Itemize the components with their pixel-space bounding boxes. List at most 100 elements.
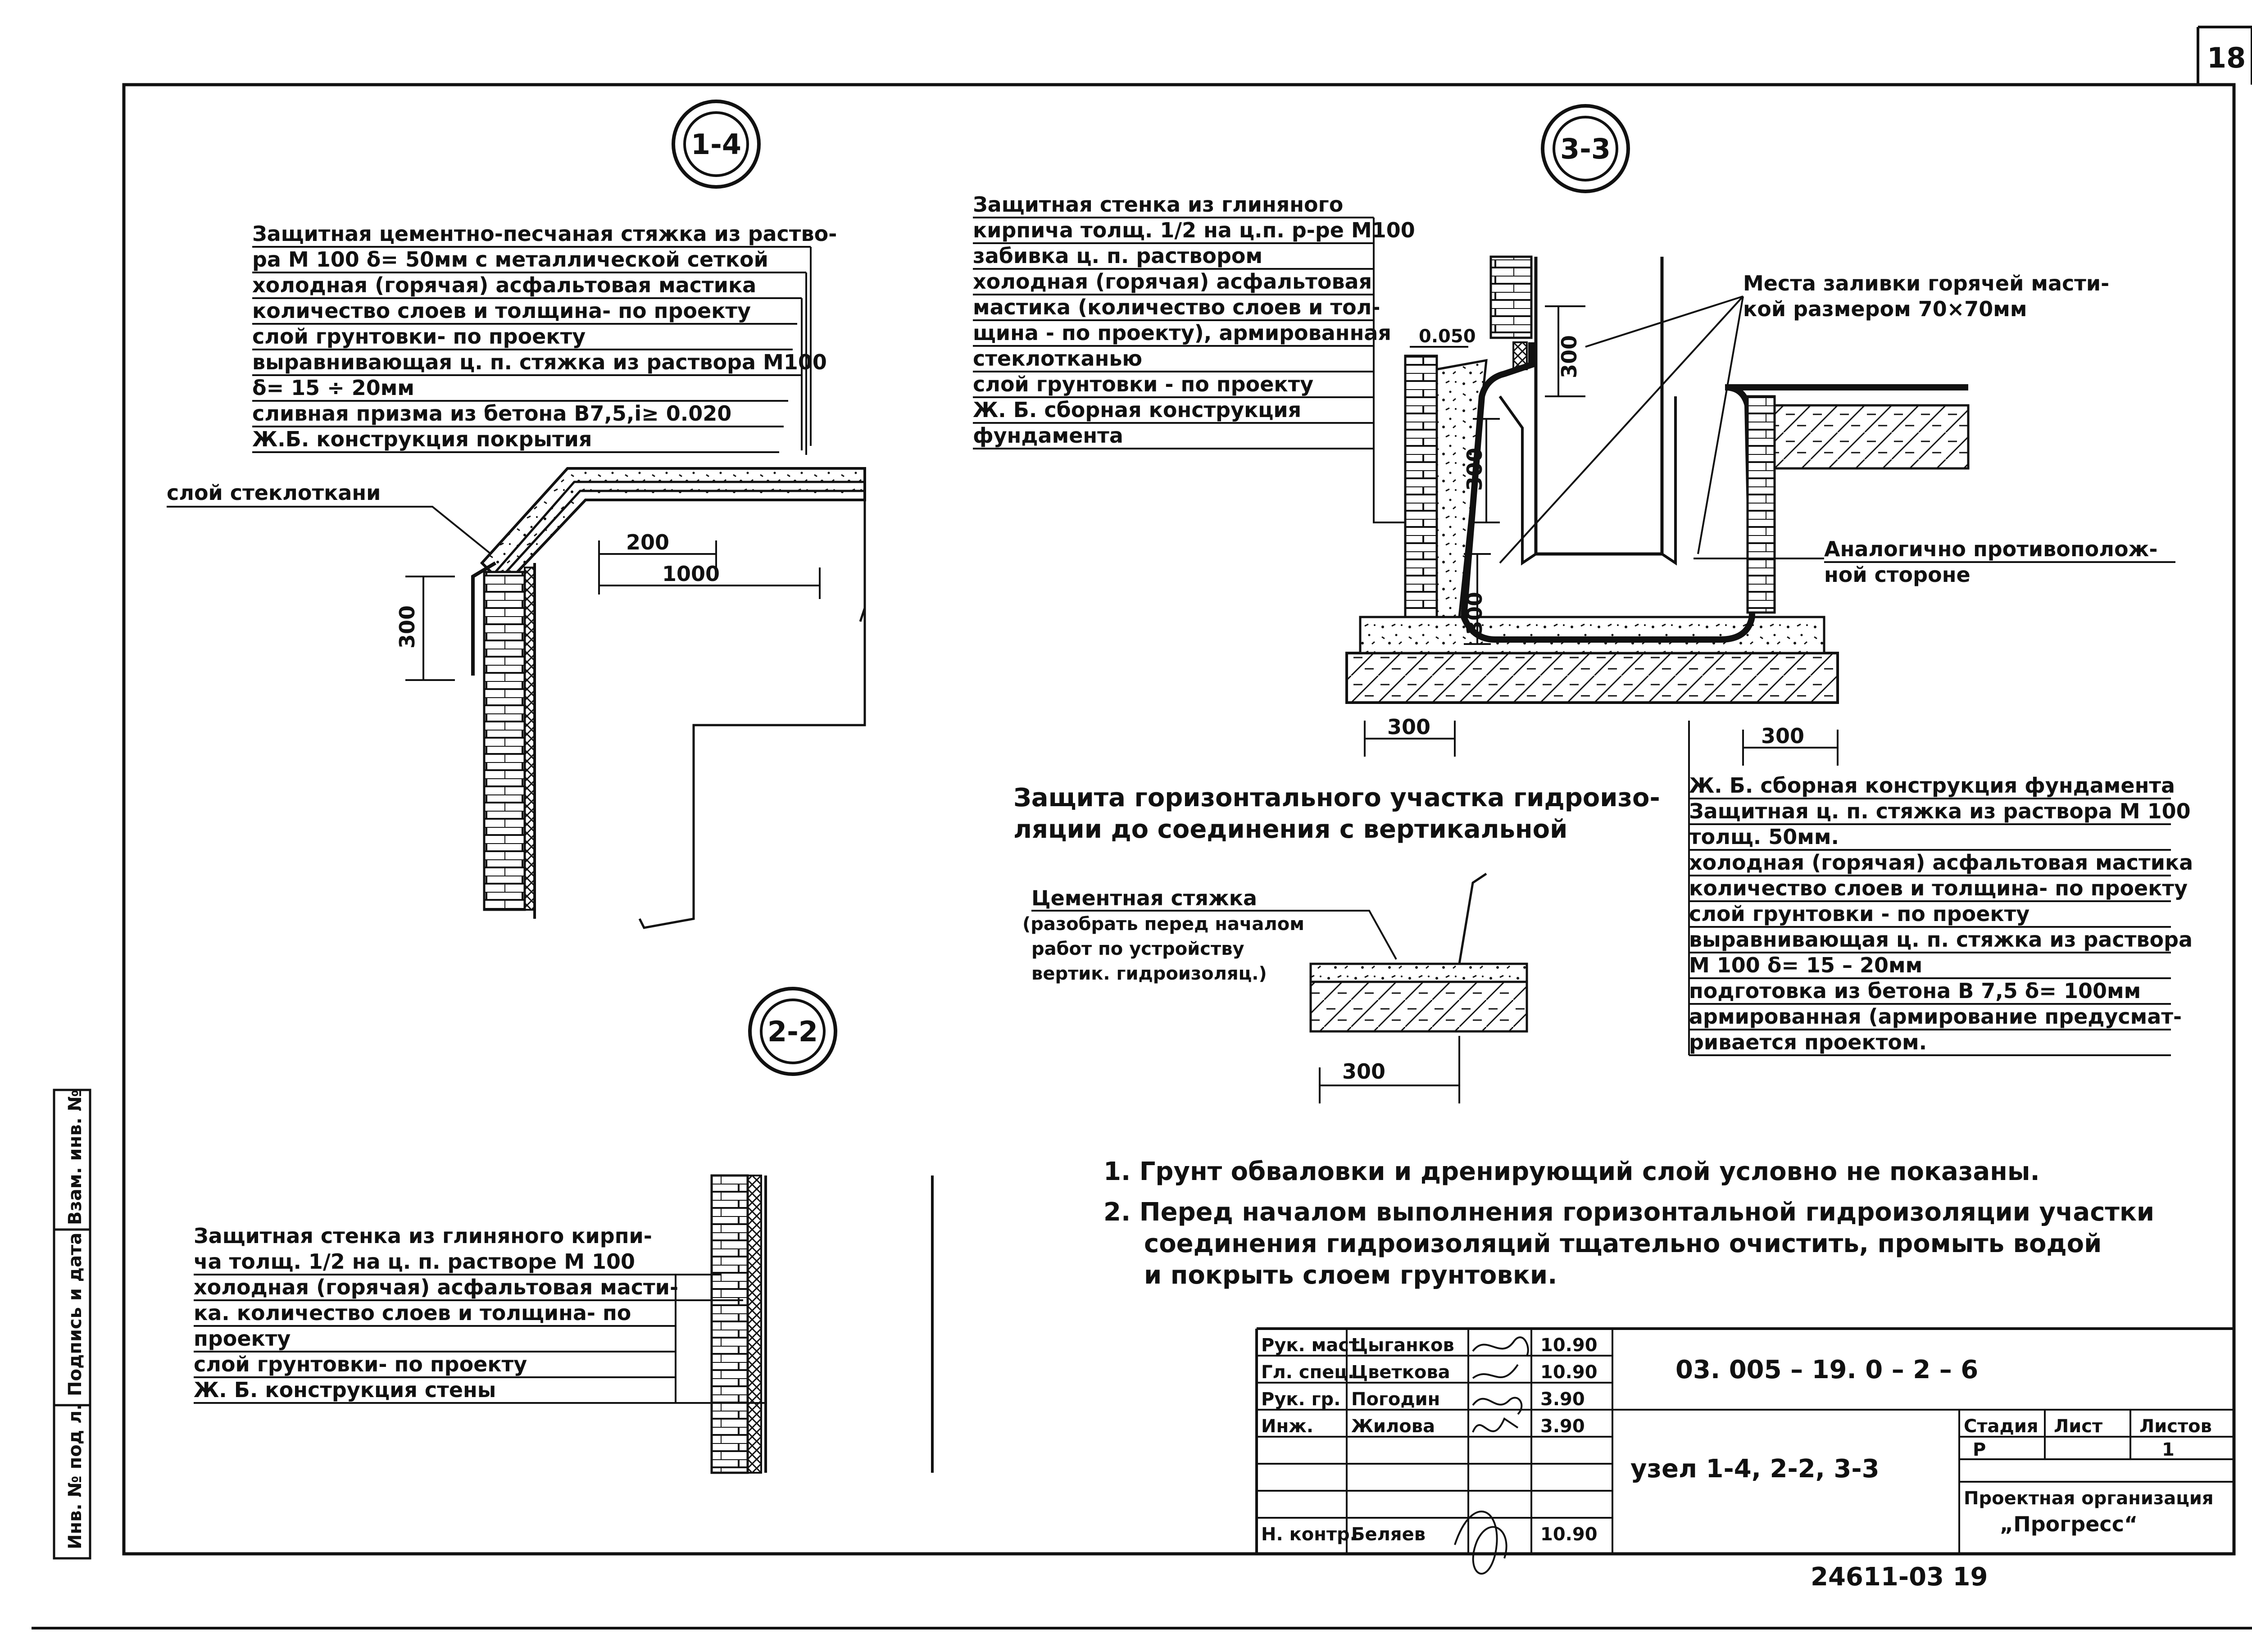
- sheet-frame: [32, 26, 2252, 1629]
- n33-layer-8: Ж. Б. сборная конструкция: [973, 398, 1301, 422]
- tb-role-0: Рук. маст.: [1261, 1335, 1366, 1356]
- fnd-layer-8: подготовка из бетона В 7,5 δ= 100мм: [1689, 979, 2141, 1003]
- footer-number: 24611-03 19: [1811, 1562, 1988, 1592]
- n14-dim-300: 300: [395, 605, 419, 649]
- n22-layer-1: ча толщ. 1/2 на ц. п. растворе М 100: [194, 1249, 635, 1274]
- tb-org-1: „Прогресс“: [2000, 1512, 2138, 1536]
- note-1: 1. Грунт обваловки и дренирующий слой ус…: [1103, 1157, 2040, 1186]
- node-2-2-leader-list: Защитная стенка из глиняного кирпи- ча т…: [194, 1224, 766, 1404]
- tb-date-6: 10.90: [1540, 1524, 1598, 1545]
- n33-similar-1: ной стороне: [1824, 563, 1970, 587]
- node-3-3-leader-list: Защитная стенка из глиняного кирпича тол…: [973, 192, 1415, 523]
- horiz-title-0: Защита горизонтального участка гидроизо-: [1013, 783, 1660, 812]
- n14-layer-4: слой грунтовки- по проекту: [252, 324, 586, 349]
- n22-layer-6: Ж. Б. конструкция стены: [194, 1378, 496, 1402]
- n22-layer-4: проекту: [194, 1326, 291, 1351]
- n33-similar-0: Аналогично противополож-: [1824, 537, 2157, 561]
- horiz-dim-300: 300: [1342, 1059, 1385, 1084]
- tb-stage-h: Стадия: [1964, 1416, 2039, 1437]
- n33-layer-7: слой грунтовки - по проекту: [973, 372, 1313, 396]
- n14-layer-0: Защитная цементно-песчаная стяжка из рас…: [252, 222, 837, 246]
- n33-mastic-1: кой размером 70×70мм: [1743, 297, 2027, 321]
- fnd-layer-10: ривается проектом.: [1689, 1030, 1927, 1054]
- n33-dim-300-a: 300: [1557, 335, 1581, 378]
- tb-role-1: Гл. спец.: [1261, 1362, 1354, 1383]
- n14-dim-1000: 1000: [662, 562, 720, 586]
- title-block: Рук. маст. Гл. спец. Рук. гр. Инж. Н. ко…: [1255, 1327, 2234, 1575]
- tb-stage-v: Р: [1973, 1439, 1986, 1460]
- tb-name-3: Жилова: [1351, 1416, 1435, 1437]
- tb-date-0: 10.90: [1540, 1335, 1598, 1356]
- n33-layer-1: кирпича толщ. 1/2 на ц.п. р-ре М100: [973, 218, 1415, 242]
- fnd-layer-0: Ж. Б. сборная конструкция фундамента: [1689, 773, 2175, 798]
- note-2-cont-1: соединения гидроизоляций тщательно очист…: [1144, 1229, 2102, 1258]
- tb-sheets-v: 1: [2162, 1439, 2175, 1460]
- tb-node-title: узел 1-4, 2-2, 3-3: [1630, 1454, 1880, 1484]
- tb-name-1: Цветкова: [1351, 1362, 1450, 1383]
- tb-org-0: Проектная организация: [1964, 1488, 2214, 1509]
- n33-layer-2: забивка ц. п. раствором: [973, 244, 1262, 268]
- fnd-layer-5: слой грунтовки - по проекту: [1689, 902, 2030, 926]
- n33-level: 0.050: [1419, 326, 1476, 347]
- n14-layer-3: количество слоев и толщина- по проекту: [252, 299, 751, 323]
- n33-mastic-0: Места заливки горячей масти-: [1743, 271, 2109, 295]
- horiz-screed-0: Цементная стяжка: [1031, 886, 1257, 910]
- node-marker-3-3: 3-3: [1541, 104, 1630, 193]
- n33-layer-4: мастика (количество слоев и тол-: [973, 295, 1380, 319]
- fnd-layer-7: М 100 δ= 15 – 20мм: [1689, 953, 1922, 977]
- n14-layer-2: холодная (горячая) асфальтовая мастика: [252, 273, 756, 297]
- fnd-layer-2: толщ. 50мм.: [1689, 825, 1839, 849]
- node-1-4-label: 1-4: [691, 128, 741, 161]
- n33-layer-0: Защитная стенка из глиняного: [973, 192, 1343, 217]
- horiz-screed-3: вертик. гидроизоляц.): [1031, 963, 1267, 984]
- note-2: 2. Перед началом выполнения горизонтальн…: [1103, 1198, 2154, 1227]
- left-stamp: Инв. № под л. Подпись и дата Взам. инв. …: [53, 1089, 91, 1560]
- n33-dim-300-br: 300: [1761, 724, 1804, 748]
- horizontal-detail: Защита горизонтального участка гидроизо-…: [1013, 783, 1660, 1103]
- node-3-3-label: 3-3: [1560, 132, 1611, 165]
- horiz-screed-1: (разобрать перед началом: [1022, 914, 1304, 935]
- tb-name-0: Цыганков: [1351, 1335, 1454, 1356]
- note-2-cont-2: и покрыть слоем грунтовки.: [1144, 1261, 1557, 1290]
- node-2-2-label: 2-2: [767, 1015, 818, 1048]
- tb-name-2: Погодин: [1351, 1389, 1440, 1410]
- tb-date-2: 3.90: [1540, 1389, 1585, 1410]
- node-1-4-leader-list: Защитная цементно-песчаная стяжка из рас…: [252, 222, 837, 455]
- notes: 1. Грунт обваловки и дренирующий слой ус…: [1103, 1157, 2154, 1290]
- tb-date-1: 10.90: [1540, 1362, 1598, 1383]
- tb-role-6: Н. контр.: [1261, 1524, 1357, 1545]
- node-1-4-section: слой стеклоткани 200 1000 300: [167, 467, 866, 929]
- n33-dim-300-bl: 300: [1387, 715, 1430, 739]
- tb-doc-code: 03. 005 – 19. 0 – 2 – 6: [1675, 1355, 1978, 1384]
- node-3-3-section: 300 300 300 0.050 300 300 Места заливки …: [1345, 255, 2175, 766]
- fnd-layer-3: холодная (горячая) асфальтовая мастика: [1689, 850, 2193, 875]
- tb-sheet-h: Лист: [2054, 1416, 2103, 1437]
- tb-sheets-h: Листов: [2139, 1416, 2212, 1437]
- tb-role-3: Инж.: [1261, 1416, 1313, 1437]
- stamp-inv-label: Инв. № под л.: [65, 1404, 86, 1549]
- signatures: [1454, 1336, 1529, 1575]
- n14-layer-7: сливная призма из бетона В7,5,i≥ 0.020: [252, 401, 731, 426]
- fnd-layer-1: Защитная ц. п. стяжка из раствора М 100: [1689, 799, 2191, 823]
- foundation-leader-list: Ж. Б. сборная конструкция фундамента Защ…: [1688, 721, 2193, 1056]
- n33-layer-9: фундамента: [973, 423, 1123, 448]
- stamp-repl-label: Взам. инв. №: [65, 1089, 86, 1225]
- n22-layer-2: холодная (горячая) асфальтовая масти-: [194, 1275, 678, 1299]
- n14-layer-6: δ= 15 ÷ 20мм: [252, 376, 414, 400]
- fnd-layer-6: выравнивающая ц. п. стяжка из раствора: [1689, 927, 2193, 952]
- n22-layer-3: ка. количество слоев и толщина- по: [194, 1301, 631, 1325]
- fnd-layer-9: армированная (армирование предусмат-: [1689, 1004, 2182, 1029]
- n14-layer-5: выравнивающая ц. п. стяжка из раствора М…: [252, 350, 827, 374]
- stamp-sign-label: Подпись и дата: [65, 1233, 86, 1396]
- node-marker-1-4: 1-4: [672, 100, 761, 189]
- n33-dim-300-c: 300: [1462, 592, 1487, 635]
- n14-dim-200: 200: [626, 530, 669, 554]
- fnd-layer-4: количество слоев и толщина- по проекту: [1689, 876, 2188, 900]
- sheet-number: 18: [2207, 41, 2246, 74]
- node-2-2-section: [710, 1174, 934, 1474]
- n14-glass-fabric: слой стеклоткани: [167, 481, 381, 505]
- n33-dim-300-b: 300: [1462, 448, 1487, 491]
- n22-layer-0: Защитная стенка из глиняного кирпи-: [194, 1224, 652, 1248]
- horiz-screed-2: работ по устройству: [1031, 939, 1244, 959]
